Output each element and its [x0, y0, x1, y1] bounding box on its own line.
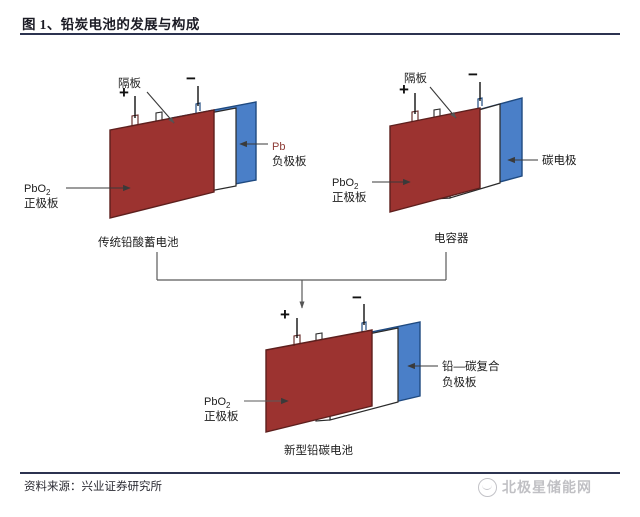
figure-title: 图 1、铅炭电池的发展与构成 — [22, 17, 200, 32]
watermark: 北极星储能网 — [478, 477, 592, 497]
negative-plate-label-line2: 负极板 — [442, 375, 477, 389]
diagram-caption-capacitor: 电容器 — [434, 231, 469, 245]
separator-leader-line — [146, 91, 175, 124]
negative-plate-label-line1: 碳电极 — [542, 153, 577, 167]
positive-plate-label-line1: PbO2 — [24, 183, 51, 197]
smiley-circle-icon — [478, 477, 497, 497]
positive-plate-label-line1: PbO2 — [204, 396, 231, 410]
separator-label: 隔板 — [404, 71, 427, 85]
positive-plate-label-line2: 正极板 — [24, 196, 59, 210]
positive-terminal-sign: + — [280, 305, 290, 324]
negative-plate-label-line2: 负极板 — [272, 154, 307, 168]
separator-label: 隔板 — [118, 76, 141, 90]
negative-plate-label-line1: 铅—碳复合 — [442, 359, 500, 373]
footer-divider — [20, 472, 620, 474]
flow-connector — [156, 252, 447, 309]
positive-terminal-sign: + — [119, 83, 129, 102]
negative-terminal-sign: − — [186, 69, 196, 88]
watermark-text: 北极星储能网 — [502, 481, 592, 496]
title-divider — [20, 33, 620, 36]
positive-terminal-sign: + — [399, 80, 409, 99]
positive-plate-red — [265, 318, 373, 433]
separator-leader-line — [429, 86, 457, 119]
diagram-traditional-battery: + − 隔板 PbO2 正极板 Pb 负极板 传统铅酸蓄电池 — [24, 69, 307, 249]
positive-plate-label-line1: PbO2 — [332, 177, 359, 191]
positive-plate-red — [109, 96, 215, 219]
diagram-caption-traditional: 传统铅酸蓄电池 — [98, 235, 179, 249]
positive-plate-label-line2: 正极板 — [332, 190, 367, 204]
negative-terminal-sign: − — [352, 288, 362, 307]
diagram-caption-lead-carbon: 新型铅碳电池 — [284, 443, 353, 457]
source-note: 资料来源：兴业证券研究所 — [24, 481, 162, 493]
negative-plate-label-line1: Pb — [272, 141, 285, 153]
positive-plate-red — [389, 93, 481, 213]
diagram-lead-carbon-battery: + − PbO2 正极板 铅—碳复合 负极板 新型铅碳电池 — [204, 288, 500, 457]
positive-plate-label-line2: 正极板 — [204, 409, 239, 423]
negative-terminal-sign: − — [468, 65, 478, 84]
diagram-capacitor: + − 隔板 PbO2 正极板 碳电极 电容器 — [332, 65, 577, 245]
diagram-canvas: + − 隔板 PbO2 正极板 Pb 负极板 传统铅酸蓄电池 — [0, 40, 640, 468]
